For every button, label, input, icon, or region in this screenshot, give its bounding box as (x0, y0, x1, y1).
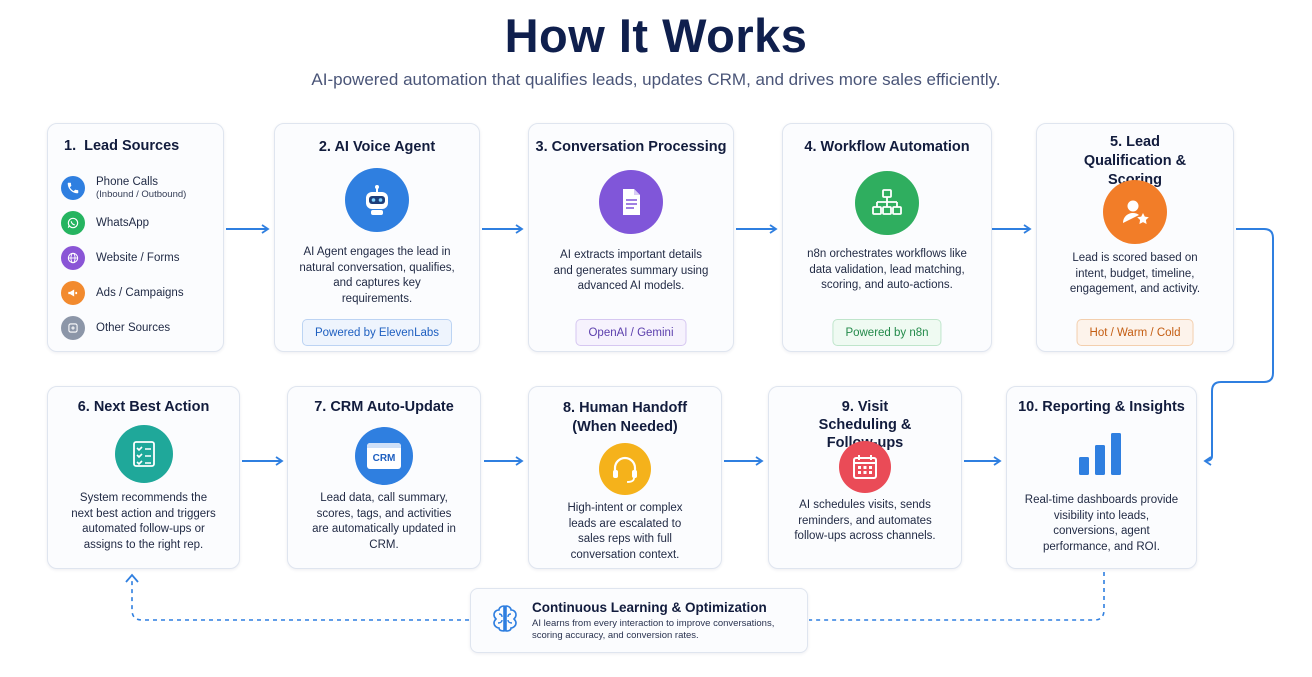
learning-description: AI learns from every interaction to impr… (532, 618, 775, 641)
source-label: Other Sources (96, 321, 171, 334)
step-card-crm-auto-update: 7. CRM Auto-Update CRM Lead data, call s… (287, 386, 481, 569)
step-description: Real-time dashboards provide visibility … (1024, 494, 1179, 553)
list-item: Website / Forms (61, 240, 186, 275)
step-card-reporting-insights: 10. Reporting & Insights Real-time dashb… (1006, 386, 1197, 569)
step-badge: OpenAI / Gemini (575, 319, 687, 346)
phone-icon (61, 175, 85, 200)
step-number: 10. (1018, 399, 1039, 415)
step-card-lead-sources: 1. Lead Sources Phone Calls (Inbound / O… (47, 123, 224, 352)
step-title-text: Next Best Action (93, 399, 210, 415)
step-title-text: Workflow Automation (820, 139, 970, 155)
crm-icon-label: CRM (372, 453, 396, 464)
step-card-ai-voice-agent: 2. AI Voice Agent AI Agent engages the l… (274, 123, 480, 352)
globe-icon (61, 245, 85, 270)
list-item: Other Sources (61, 310, 186, 345)
page-title: How It Works (504, 9, 808, 62)
step-description: AI schedules visits, sends reminders, an… (794, 499, 936, 542)
step-badge: Hot / Warm / Cold (1076, 319, 1194, 346)
source-label: WhatsApp (96, 216, 150, 229)
bar-chart-icon (1077, 431, 1125, 477)
loop-arrowhead (125, 573, 139, 583)
step-badge: Powered by n8n (832, 319, 942, 346)
step-title: 2. AI Voice Agent (275, 138, 479, 157)
workflow-icon (855, 171, 919, 235)
list-item: Ads / Campaigns (61, 275, 186, 310)
step-title: 8. Human Handoff (When Needed) (529, 399, 721, 437)
step-number: 8. (562, 400, 576, 416)
megaphone-icon (61, 280, 85, 305)
step-title-text: Conversation Processing (551, 139, 727, 155)
plus-icon (61, 315, 85, 340)
step-description: System recommends the next best action a… (71, 492, 216, 551)
step-card-human-handoff: 8. Human Handoff (When Needed) High-inte… (528, 386, 722, 569)
robot-icon (345, 168, 409, 232)
step-description: Lead is scored based on intent, budget, … (1069, 252, 1201, 295)
step-card-next-best-action: 6. Next Best Action System recommends th… (47, 386, 240, 569)
step-number: 9. (841, 399, 854, 415)
step-title-text: Reporting & Insights (1042, 399, 1185, 415)
learning-title: Continuous Learning & Optimization (532, 600, 767, 615)
step-description: Lead data, call summary, scores, tags, a… (312, 492, 456, 551)
step-number: 1. (64, 138, 77, 154)
list-item: WhatsApp (61, 205, 186, 240)
loop-line-left (131, 580, 469, 621)
whatsapp-icon (61, 210, 85, 235)
checklist-icon (114, 425, 173, 483)
step-title-text: CRM Auto-Update (330, 399, 454, 415)
step-title: 10. Reporting & Insights (1007, 398, 1196, 417)
step-description: High-intent or complex leads are escalat… (567, 502, 683, 561)
source-sublabel: (Inbound / Outbound) (96, 189, 187, 200)
step-number: 2. (318, 139, 331, 155)
source-label: Ads / Campaigns (96, 286, 184, 299)
loop-line-right (809, 572, 1105, 621)
headset-icon (599, 443, 651, 495)
source-label: Phone Calls (96, 176, 159, 188)
user-star-icon (1103, 180, 1167, 244)
step-card-workflow-automation: 4. Workflow Automation n8n orchestrates … (782, 123, 992, 352)
list-item: Phone Calls (Inbound / Outbound) (61, 170, 186, 205)
page-subtitle: AI-powered automation that qualifies lea… (311, 70, 1001, 89)
step-title-text: Lead Sources (84, 138, 180, 154)
calendar-icon (839, 441, 891, 493)
step-number: 7. (314, 399, 327, 415)
step-number: 6. (77, 399, 90, 415)
step-title-text: AI Voice Agent (334, 139, 436, 155)
step-card-conversation-processing: 3. Conversation Processing AI extracts i… (528, 123, 734, 352)
lead-source-list: Phone Calls (Inbound / Outbound) WhatsAp… (61, 170, 186, 345)
step-number: 5. (1110, 134, 1123, 150)
step-card-visit-scheduling: 9. Visit Scheduling & Follow-ups AI sche… (768, 386, 962, 569)
step-description: n8n orchestrates workflows like data val… (807, 248, 967, 291)
step-title: 1. Lead Sources (64, 138, 179, 154)
step-title: 4. Workflow Automation (783, 138, 991, 157)
document-icon (599, 170, 663, 234)
step-badge: Powered by ElevenLabs (301, 319, 453, 346)
crm-window: CRM (367, 443, 401, 469)
step-title: 7. CRM Auto-Update (288, 398, 480, 417)
source-label: Website / Forms (96, 251, 180, 264)
step-title-text: Human Handoff (When Needed) (572, 400, 688, 435)
step-number: 3. (535, 139, 548, 155)
step-description: AI extracts important details and genera… (553, 249, 709, 292)
step-card-lead-qualification: 5. Lead Qualification & Scoring Lead is … (1036, 123, 1234, 352)
step-title: 6. Next Best Action (48, 398, 239, 417)
step-number: 4. (804, 139, 817, 155)
step-description: AI Agent engages the lead in natural con… (299, 246, 455, 305)
brain-icon (493, 605, 517, 632)
crm-icon: CRM (355, 427, 413, 485)
continuous-learning-box: Continuous Learning & Optimization AI le… (470, 588, 808, 653)
step-title: 3. Conversation Processing (529, 138, 733, 157)
